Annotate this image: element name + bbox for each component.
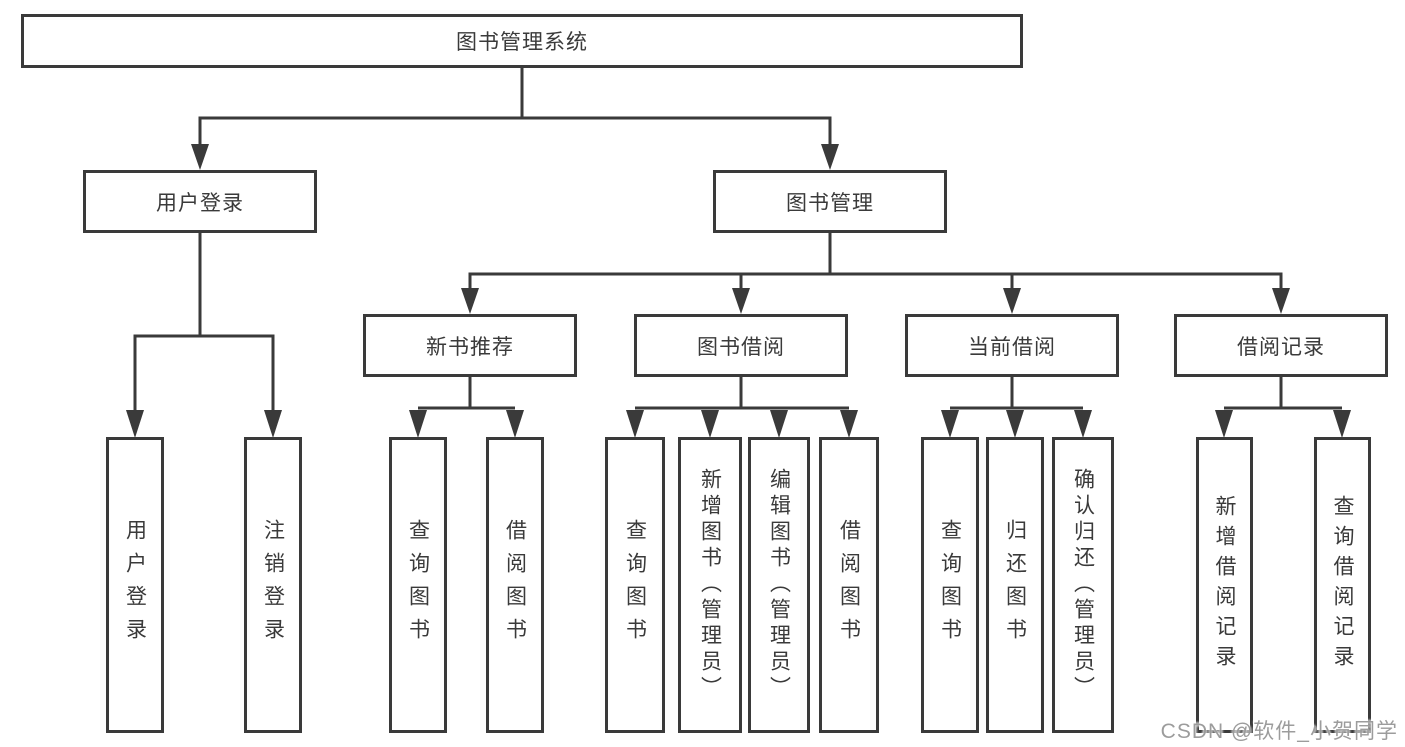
node-book-management: 图书管理	[713, 170, 947, 233]
node-borrow-records-label: 借阅记录	[1237, 335, 1325, 359]
leaf-edit-books-admin: 编辑图书（管理员）	[748, 437, 810, 733]
node-user-login-label: 用户登录	[156, 191, 244, 215]
leaf-query-books-borrow-label: 查询图书	[623, 519, 647, 651]
leaf-borrow-books-label: 借阅图书	[837, 519, 861, 651]
leaf-logout: 注销登录	[244, 437, 302, 733]
leaf-query-books-borrow: 查询图书	[605, 437, 665, 733]
leaf-confirm-return-admin-label: 确认归还（管理员）	[1071, 468, 1095, 702]
leaf-confirm-return-admin: 确认归还（管理员）	[1052, 437, 1114, 733]
leaf-query-borrow-record-label: 查询借阅记录	[1331, 495, 1354, 675]
leaf-add-books-admin: 新增图书（管理员）	[678, 437, 742, 733]
node-root: 图书管理系统	[21, 14, 1023, 68]
leaf-borrow-books: 借阅图书	[819, 437, 879, 733]
leaf-borrow-books-recommend: 借阅图书	[486, 437, 544, 733]
leaf-user-login: 用户登录	[106, 437, 164, 733]
leaf-add-books-admin-label: 新增图书（管理员）	[698, 468, 722, 702]
leaf-borrow-books-recommend-label: 借阅图书	[503, 519, 527, 651]
arrowhead-icons	[126, 144, 1351, 438]
leaf-user-login-label: 用户登录	[123, 519, 147, 651]
leaf-query-books-current: 查询图书	[921, 437, 979, 733]
leaf-query-borrow-record: 查询借阅记录	[1314, 437, 1371, 733]
csdn-watermark: CSDN @软件_小贺同学	[1160, 720, 1398, 743]
node-user-login: 用户登录	[83, 170, 317, 233]
node-book-management-label: 图书管理	[786, 191, 874, 215]
leaf-query-books-current-label: 查询图书	[938, 519, 962, 651]
node-current-borrow: 当前借阅	[905, 314, 1119, 377]
leaf-edit-books-admin-label: 编辑图书（管理员）	[767, 468, 791, 702]
leaf-add-borrow-record-label: 新增借阅记录	[1213, 495, 1236, 675]
node-book-borrow-label: 图书借阅	[697, 335, 785, 359]
leaf-return-books-label: 归还图书	[1003, 519, 1027, 651]
node-borrow-records: 借阅记录	[1174, 314, 1388, 377]
leaf-query-books-recommend: 查询图书	[389, 437, 447, 733]
node-root-label: 图书管理系统	[456, 31, 588, 54]
node-new-book-recommend: 新书推荐	[363, 314, 577, 377]
leaf-add-borrow-record: 新增借阅记录	[1196, 437, 1253, 733]
node-new-book-recommend-label: 新书推荐	[426, 335, 514, 359]
leaf-return-books: 归还图书	[986, 437, 1044, 733]
leaf-logout-label: 注销登录	[261, 519, 285, 651]
node-current-borrow-label: 当前借阅	[968, 335, 1056, 359]
node-book-borrow: 图书借阅	[634, 314, 848, 377]
leaf-query-books-recommend-label: 查询图书	[406, 519, 430, 651]
